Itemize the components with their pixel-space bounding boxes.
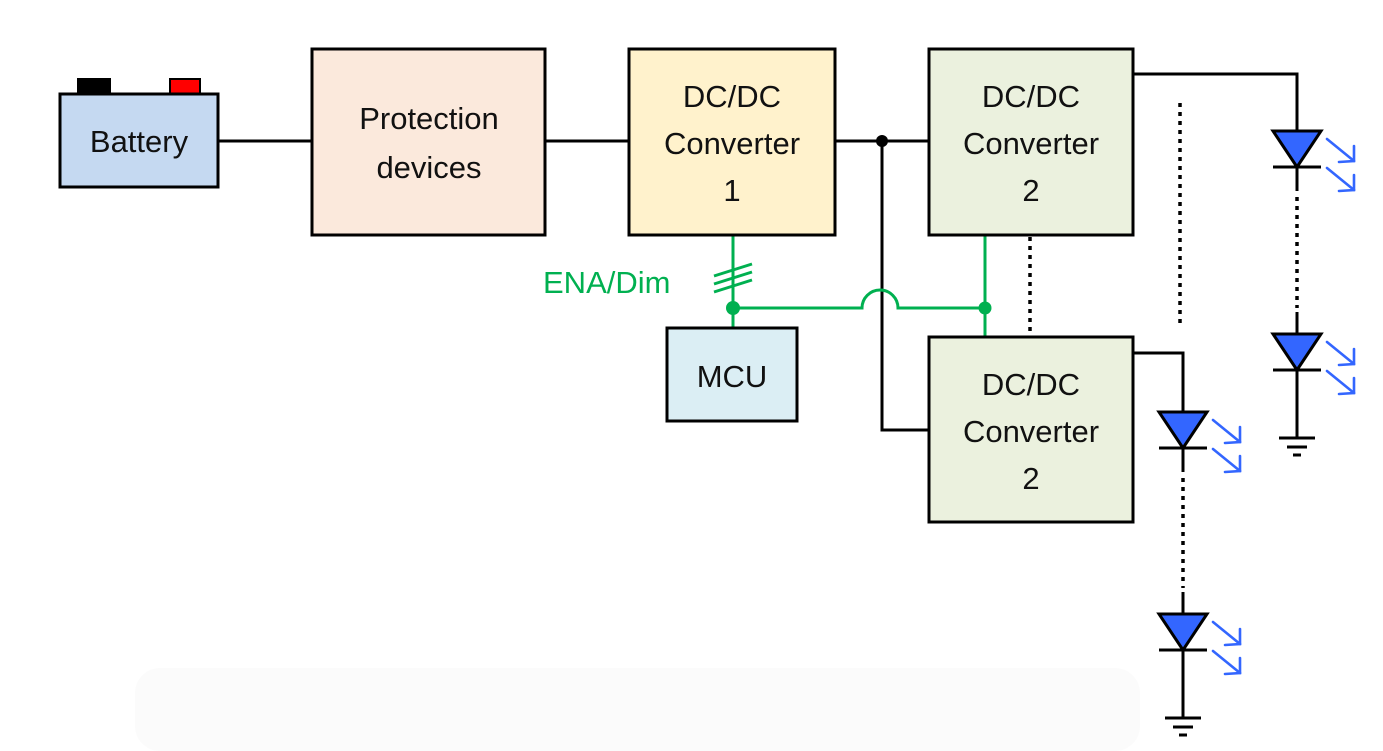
- junction-dot-control-right: [978, 301, 992, 315]
- wire-converter2-top-to-led-string: [1133, 72, 1299, 131]
- dcdc-converter-2-bottom-block: DC/DC Converter 2: [927, 335, 1135, 524]
- converter1-label-line-2: Converter: [664, 126, 800, 161]
- led-diode-icon: [1270, 129, 1324, 170]
- led-1: [1270, 129, 1356, 193]
- dcdc-converter-2-top-block: DC/DC Converter 2: [927, 47, 1135, 237]
- protection-label-line-1: Protection: [359, 101, 499, 136]
- battery-label: Battery: [90, 124, 189, 159]
- led-2: [1156, 612, 1242, 676]
- protection-label-line-2: devices: [376, 150, 481, 185]
- dcdc-converter-1-block: DC/DC Converter 1: [627, 47, 837, 237]
- light-emission-arrows-icon: [1211, 620, 1242, 676]
- converter2-top-label-line-3: 2: [1022, 173, 1039, 208]
- led-diode-icon: [1270, 332, 1324, 373]
- protection-devices-block: Protection devices: [310, 47, 547, 237]
- led-2: [1270, 332, 1356, 396]
- control-wire-bus: [733, 288, 986, 310]
- light-emission-arrows-icon: [1211, 418, 1242, 474]
- battery-positive-terminal: [169, 78, 201, 95]
- converter2-bottom-label-line-2: Converter: [963, 414, 1099, 449]
- battery-negative-terminal: [77, 78, 111, 95]
- led-diode-icon: [1156, 410, 1210, 451]
- converter1-label-line-1: DC/DC: [683, 79, 781, 114]
- converter2-top-label-line-1: DC/DC: [982, 79, 1080, 114]
- wire-bus-to-converter2-bottom: [880, 141, 929, 432]
- light-emission-arrows-icon: [1325, 137, 1356, 193]
- background-shade: [135, 668, 1140, 751]
- led-diode-icon: [1156, 612, 1210, 653]
- light-emission-arrows-icon: [1325, 340, 1356, 396]
- converter2-bottom-label-line-1: DC/DC: [982, 367, 1080, 402]
- led-strings: [1156, 129, 1356, 737]
- mcu-label: MCU: [697, 359, 768, 394]
- led-1: [1156, 410, 1242, 474]
- ground-icon: [1165, 716, 1201, 737]
- battery-block: Battery: [58, 78, 220, 189]
- control-bus-label: ENA/Dim: [543, 265, 670, 300]
- converter2-bottom-label-line-3: 2: [1022, 461, 1039, 496]
- ground-icon: [1279, 436, 1315, 457]
- wire-converter2-bottom-to-led-string: [1133, 351, 1185, 412]
- mcu-block: MCU: [665, 326, 799, 423]
- bus-slash-icon: [713, 262, 753, 294]
- junction-dot-control-left: [726, 301, 740, 315]
- converter2-top-label-line-2: Converter: [963, 126, 1099, 161]
- converter1-label-line-3: 1: [723, 173, 740, 208]
